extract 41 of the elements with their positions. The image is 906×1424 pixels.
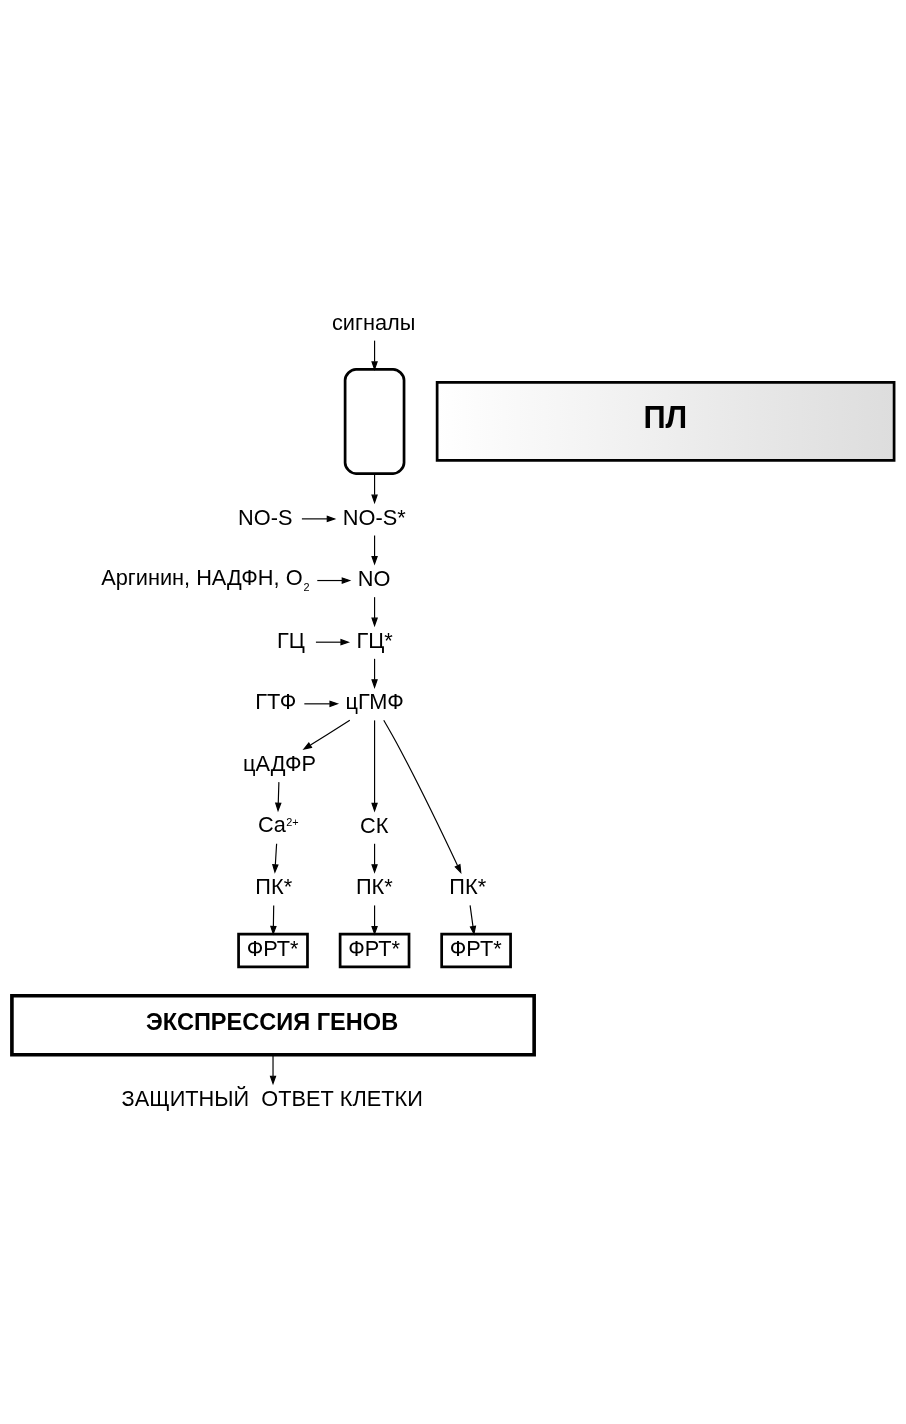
arrow [316, 577, 352, 584]
node-text: сигналы [331, 309, 416, 335]
arrow [371, 904, 378, 936]
arrow [274, 781, 282, 813]
node-box: ФРТ* [440, 932, 512, 969]
arrow [303, 700, 340, 708]
node-text: цГМФ [345, 689, 404, 715]
node-text: цАДФР [243, 751, 317, 777]
node-text: ГТФ [255, 689, 297, 715]
node-text: ПК* [449, 874, 487, 900]
arrow [371, 534, 378, 566]
node-text: NO-S* [342, 504, 406, 530]
arrow [371, 658, 378, 689]
node-box: ПЛ [435, 381, 896, 462]
node-box [343, 367, 406, 475]
node-text: ГЦ* [356, 627, 393, 653]
arrow [272, 843, 279, 874]
arrow [371, 719, 378, 813]
node-box: ЭКСПРЕССИЯ ГЕНОВ [10, 993, 536, 1057]
node-text: ПК* [355, 874, 393, 900]
node-text: Аргинин, НАДФН, O$_{2}$ [101, 565, 310, 594]
arrow [371, 340, 378, 371]
arrow [371, 473, 378, 505]
node-text: NO-S [238, 504, 293, 530]
arrow [383, 719, 462, 874]
arrow [371, 843, 378, 874]
node-text: СК [360, 812, 389, 838]
node-box: ФРТ* [338, 932, 411, 969]
arrow [302, 719, 351, 751]
arrow [469, 904, 477, 936]
arrow [270, 904, 277, 936]
arrow [371, 596, 378, 628]
node-text: ПК* [255, 874, 293, 900]
node-text: Ca$^{2+}$ [258, 811, 299, 837]
arrow [315, 638, 350, 646]
arrow [301, 515, 337, 523]
node-text: ЗАЩИТНЫЙ ОТВЕТ КЛЕТКИ [121, 1085, 423, 1111]
arrow [269, 1054, 277, 1086]
node-text: ГЦ [277, 627, 305, 653]
node-box: ФРТ* [237, 932, 309, 969]
node-text: NO [357, 566, 391, 592]
